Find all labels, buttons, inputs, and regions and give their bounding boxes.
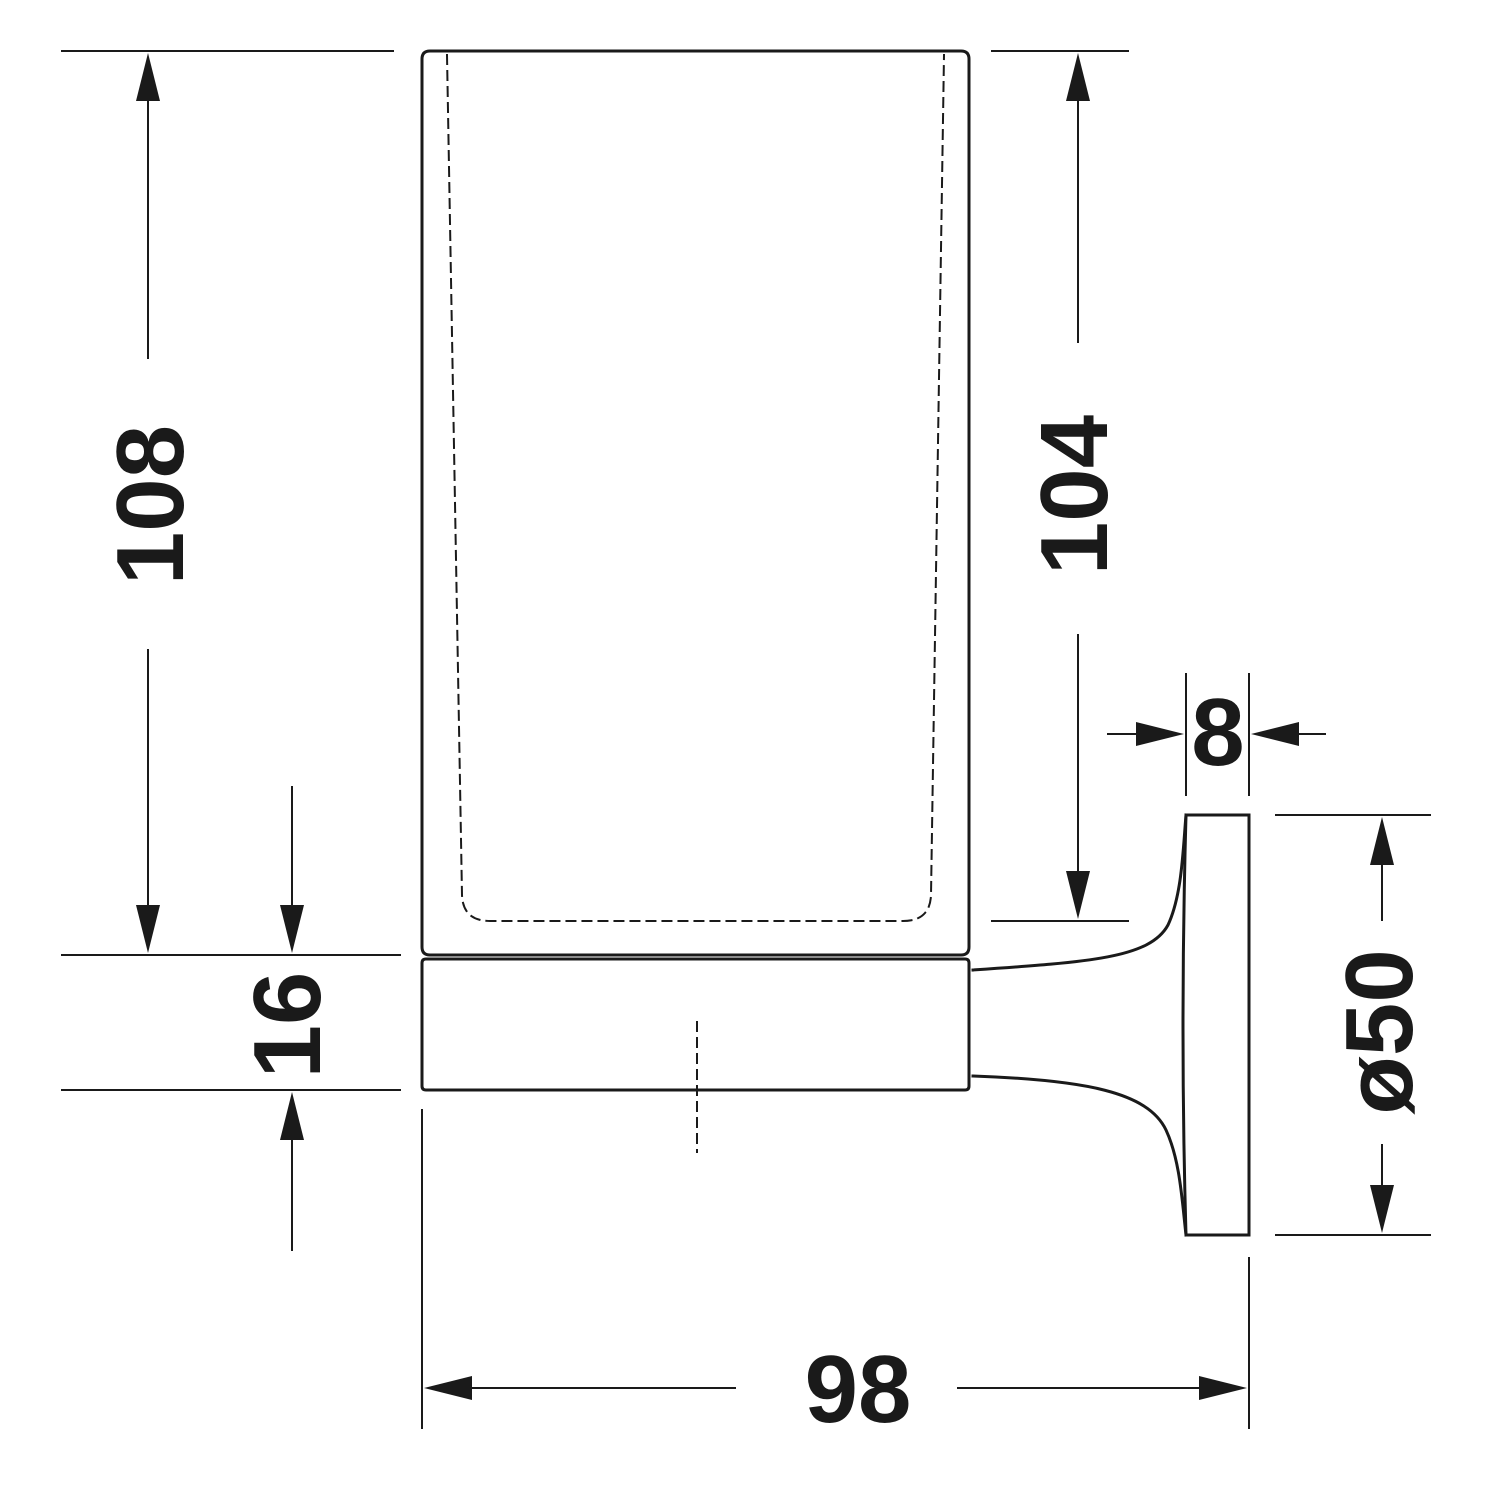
dim-label-diameter-50: ø50 bbox=[1326, 949, 1433, 1114]
arrow-8-left bbox=[1136, 722, 1184, 746]
extension-lines bbox=[61, 50, 1431, 1429]
dim-label-98: 98 bbox=[805, 1336, 912, 1443]
dimension-rosette-depth: 8 bbox=[1107, 679, 1326, 786]
dimension-rosette-diameter: ø50 bbox=[1326, 817, 1433, 1233]
arrow-50-bottom bbox=[1370, 1185, 1394, 1233]
dim-label-16: 16 bbox=[234, 972, 341, 1079]
arrow-108-bottom bbox=[136, 905, 160, 953]
arrow-98-left bbox=[424, 1376, 472, 1400]
dim-label-104: 104 bbox=[1021, 415, 1128, 575]
holder-ring bbox=[420, 957, 971, 1092]
product-outline bbox=[420, 49, 1251, 1237]
dimension-glass-height: 104 bbox=[1021, 53, 1128, 919]
arrow-98-right bbox=[1199, 1376, 1247, 1400]
dimension-overall-height: 108 bbox=[97, 53, 204, 953]
glass-inner-contour bbox=[445, 53, 946, 922]
arrow-16-bottom bbox=[280, 1092, 304, 1140]
arrow-104-top bbox=[1066, 53, 1090, 101]
dim-label-8: 8 bbox=[1191, 679, 1244, 786]
arrow-104-bottom bbox=[1066, 871, 1090, 919]
arrow-50-top bbox=[1370, 817, 1394, 865]
arrow-108-top bbox=[136, 53, 160, 101]
dim-label-108: 108 bbox=[97, 425, 204, 585]
arm-top-curve bbox=[971, 813, 1188, 972]
arrow-16-top bbox=[280, 905, 304, 953]
wall-rosette bbox=[1181, 813, 1251, 1237]
arrow-8-right bbox=[1251, 722, 1299, 746]
dimension-holder-thickness: 16 bbox=[234, 786, 341, 1251]
arm-bottom-curve bbox=[971, 1074, 1188, 1237]
dimension-overall-depth: 98 bbox=[424, 1336, 1247, 1443]
glass-outline bbox=[420, 49, 971, 957]
